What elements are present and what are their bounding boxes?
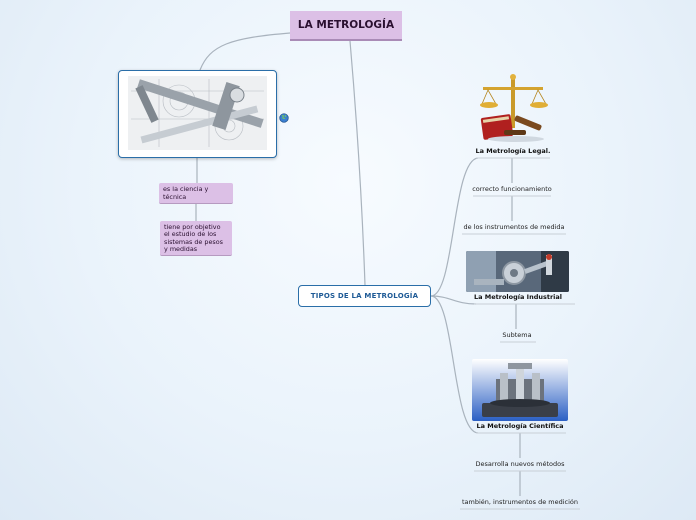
link-tipos-cientifica [430,295,479,434]
legal-note-1[interactable]: correcto funcionamiento [470,185,554,193]
cientifica-note-2[interactable]: también, instrumentos de medición [458,498,582,506]
objective-text: tiene por objetivo el estudio de los sis… [164,223,223,254]
link-tipos-legal [430,157,479,297]
link-tipos-industrial [430,295,477,305]
globe-icon[interactable] [279,108,289,123]
root-title: LA METROLOGÍA [297,19,395,31]
cientifica-note-2-text: también, instrumentos de medición [461,498,579,506]
scientific-image [472,359,568,421]
objective-node[interactable]: tiene por objetivo el estudio de los sis… [160,221,232,256]
calipers-image [128,76,267,150]
industrial-note-1[interactable]: Subtema [498,331,536,339]
type-legal[interactable]: La Metrología Legal. [474,147,552,155]
calipers-image-card[interactable] [118,70,277,158]
definition-text: es la ciencia y técnica [163,185,209,201]
cientifica-note-1-text: Desarrolla nuevos métodos [475,460,565,468]
industrial-note-1-text: Subtema [502,331,532,339]
type-industrial[interactable]: La Metrología Industrial [470,293,566,301]
type-industrial-label: La Metrología Industrial [473,293,563,301]
type-legal-label: La Metrología Legal. [475,147,551,155]
industrial-image [466,251,569,292]
legal-note-2[interactable]: de los instrumentos de medida [460,223,568,231]
link-root-tipos [349,40,366,286]
type-cientifica-label: La Metrología Científica [476,422,564,430]
legal-note-1-text: correcto funcionamiento [472,185,552,193]
legal-note-2-text: de los instrumentos de medida [463,223,565,231]
tipos-node[interactable]: TIPOS DE LA METROLOGÍA [298,285,431,307]
cientifica-note-1[interactable]: Desarrolla nuevos métodos [472,460,568,468]
tipos-title: TIPOS DE LA METROLOGÍA [310,292,419,300]
scales-image [474,72,554,144]
root-node[interactable]: LA METROLOGÍA [290,11,402,41]
link-root-image [199,32,291,71]
definition-node[interactable]: es la ciencia y técnica [159,183,233,204]
type-cientifica[interactable]: La Metrología Científica [474,422,566,430]
